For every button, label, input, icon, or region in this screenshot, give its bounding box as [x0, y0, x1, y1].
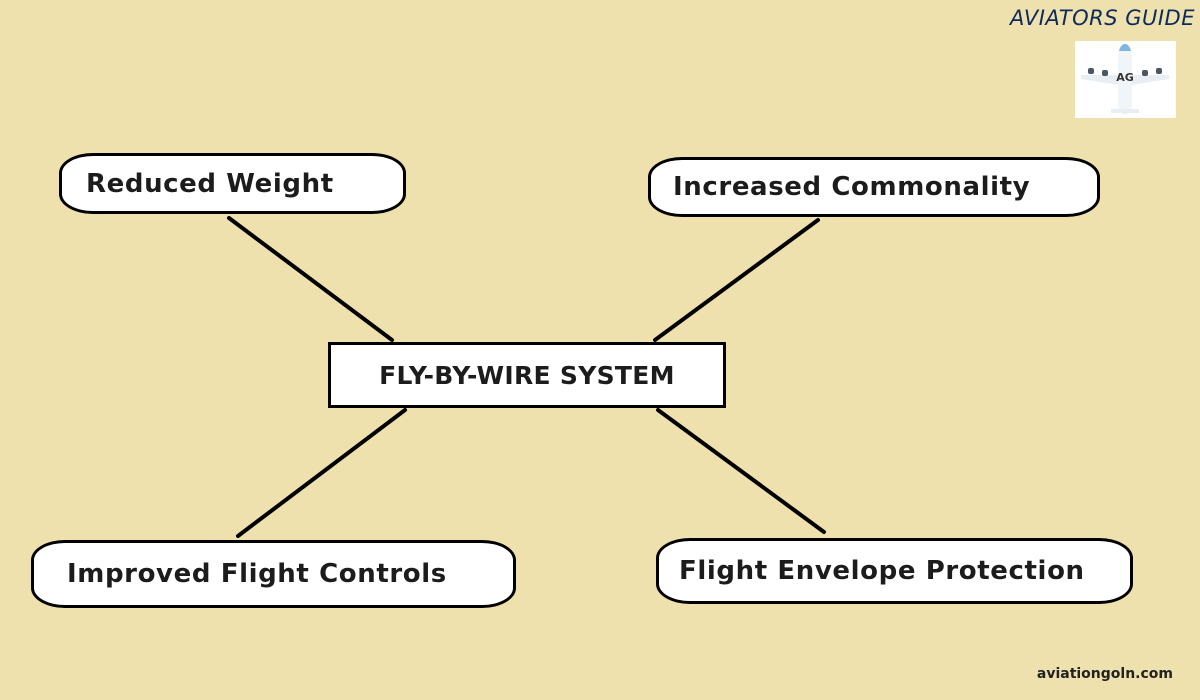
center-node-fly-by-wire: FLY-BY-WIRE SYSTEM: [328, 342, 726, 408]
benefit-label: Improved Flight Controls: [67, 559, 447, 589]
benefit-node-improved-flight-controls: Improved Flight Controls: [31, 540, 516, 608]
benefit-label: Flight Envelope Protection: [679, 556, 1085, 586]
benefit-label: Reduced Weight: [86, 168, 334, 199]
brand-logo: AG: [1075, 41, 1176, 118]
brand-title: AVIATORS GUIDE: [1010, 6, 1195, 30]
site-credit: aviationgoln.com: [1036, 666, 1173, 682]
connector-improved-flight-controls: [236, 408, 407, 538]
benefit-node-reduced-weight: Reduced Weight: [59, 153, 406, 214]
center-node-label: FLY-BY-WIRE SYSTEM: [379, 360, 675, 390]
benefit-node-increased-commonality: Increased Commonality: [648, 157, 1100, 217]
benefit-label: Increased Commonality: [673, 172, 1031, 202]
connector-reduced-weight: [227, 216, 394, 342]
connector-flight-envelope-protection: [656, 408, 826, 534]
logo-text: AG: [1116, 71, 1134, 84]
airplane-icon: AG: [1081, 44, 1169, 115]
connector-increased-commonality: [653, 218, 820, 342]
benefit-node-flight-envelope-protection: Flight Envelope Protection: [656, 538, 1133, 604]
